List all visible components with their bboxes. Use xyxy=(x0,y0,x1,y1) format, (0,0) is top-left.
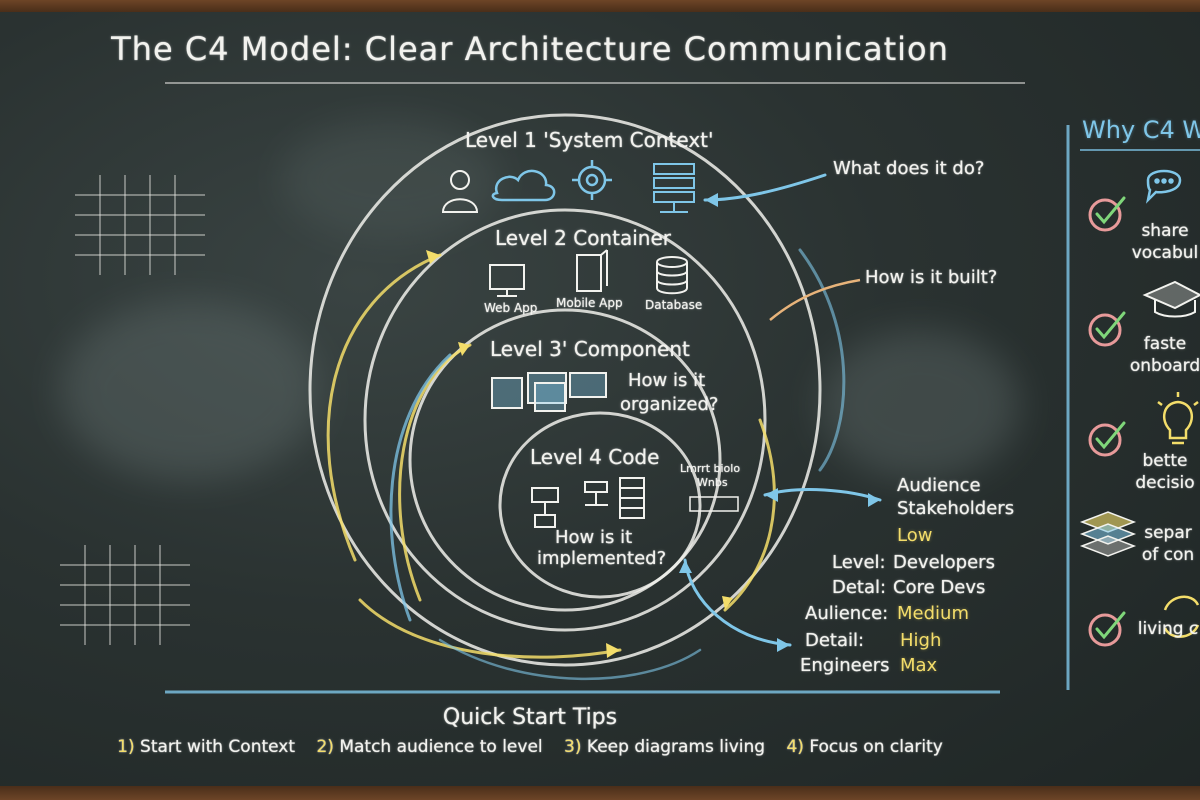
tip-2: 2) Match audience to level xyxy=(316,737,542,757)
tips-list: 1) Start with Context 2) Match audience … xyxy=(0,737,1060,757)
title-underline xyxy=(165,82,1025,84)
tip-3-text: Keep diagrams living xyxy=(586,737,766,757)
server-icon xyxy=(653,163,695,213)
level-3-label: Level 3' Component xyxy=(490,337,690,361)
database-label: Database xyxy=(645,298,703,312)
tip-4-text: Focus on clarity xyxy=(809,737,943,757)
benefit-4-line-2: of con xyxy=(1141,545,1195,565)
circle-level-3 xyxy=(408,308,722,612)
arrow-audience xyxy=(763,488,882,502)
check-icon-2 xyxy=(1088,311,1126,347)
question-level-4-line-2: implemented? xyxy=(537,548,667,569)
tip-3: 3) Keep diagrams living xyxy=(564,737,765,757)
speech-bubbles-icon xyxy=(1145,169,1182,204)
component-blocks-icon xyxy=(491,372,607,412)
level-2-label: Level 2 Container xyxy=(495,226,671,250)
blue-sweep-right xyxy=(798,248,846,472)
flowchart-icon xyxy=(531,477,645,528)
benefit-4-line-1: separ xyxy=(1144,523,1192,543)
code-scribble-line-1: Lmrrt biolo xyxy=(680,462,741,475)
why-c4-title: Why C4 W xyxy=(1082,116,1200,144)
code-scribble-box xyxy=(689,496,739,512)
level-1-label: Level 1 'System Context' xyxy=(465,128,714,152)
benefit-better-decisions: bette decisio xyxy=(1120,450,1200,494)
benefit-3-line-2: decisio xyxy=(1135,473,1195,493)
gear-icon xyxy=(572,160,612,200)
circle-level-1 xyxy=(308,113,822,667)
web-app-label: Web App xyxy=(484,301,538,315)
engineers-note-label: Engineers xyxy=(800,655,890,676)
mobile-app-label: Mobile App xyxy=(556,296,623,310)
tip-1-number: 1) xyxy=(117,737,135,757)
check-icon-4 xyxy=(1088,611,1126,647)
layers-icon xyxy=(1079,511,1137,557)
refresh-arrows-icon xyxy=(1163,595,1200,638)
check-icon-1 xyxy=(1088,196,1126,232)
question-level-2: How is it built? xyxy=(865,267,998,288)
tip-1-text: Start with Context xyxy=(140,737,296,757)
blue-sweep-left xyxy=(389,353,452,622)
benefit-shared-vocabulary: share vocabul xyxy=(1120,220,1200,264)
engineers-note-value: Max xyxy=(900,655,938,676)
question-level-3-line-2: organized? xyxy=(620,394,719,415)
code-scribble-line-2: Wnbs xyxy=(697,476,728,489)
detal-note-label: Detal: xyxy=(832,577,887,598)
yellow-sweep-left xyxy=(326,253,442,562)
benefit-faster-onboarding: faste onboard xyxy=(1120,333,1200,377)
arrow-what-does-it-do xyxy=(703,173,827,202)
circle-level-2 xyxy=(363,208,767,632)
benefit-1-line-1: share xyxy=(1141,221,1189,241)
lightbulb-icon xyxy=(1157,392,1199,445)
graduation-cap-icon xyxy=(1142,280,1200,318)
tips-heading: Quick Start Tips xyxy=(442,705,618,730)
tip-1: 1) Start with Context xyxy=(117,737,295,757)
grid-sketch-top xyxy=(75,175,205,275)
question-level-3-line-1: How is it xyxy=(628,370,706,391)
arrow-how-built xyxy=(769,278,861,321)
yellow-sweep-bottom xyxy=(358,598,622,659)
tip-2-text: Match audience to level xyxy=(339,737,543,757)
web-app-icon xyxy=(489,264,525,297)
benefit-5-line-1: living c xyxy=(1137,619,1199,639)
benefit-3-line-1: bette xyxy=(1142,451,1188,471)
tip-4-number: 4) xyxy=(786,737,804,757)
audience-heading: Audience xyxy=(897,475,981,496)
audience-stakeholders: Stakeholders xyxy=(897,498,1015,519)
aulience-note-value: Medium xyxy=(897,603,969,624)
benefit-separation-of-concerns: separ of con xyxy=(1128,522,1200,566)
diagram-title: The C4 Model: Clear Architecture Communi… xyxy=(111,30,949,68)
blue-sweep-bottom xyxy=(438,638,702,681)
question-level-1: What does it do? xyxy=(833,158,985,179)
benefit-2-line-1: faste xyxy=(1143,334,1187,354)
person-icon xyxy=(441,170,479,213)
level-note-value: Developers xyxy=(893,552,995,573)
tip-4: 4) Focus on clarity xyxy=(786,737,942,757)
question-level-4-line-1: How is it xyxy=(555,527,633,548)
detal-note-value: Core Devs xyxy=(893,577,986,598)
benefit-living-docs: living c xyxy=(1128,618,1200,640)
circle-level-4 xyxy=(498,411,702,599)
aulience-note-label: Aulience: xyxy=(805,603,889,624)
detail-note-label: Detail: xyxy=(805,630,865,651)
yellow-sweep-mid xyxy=(398,343,472,602)
cloud-icon xyxy=(491,169,556,202)
database-icon xyxy=(656,256,688,295)
level-4-label: Level 4 Code xyxy=(530,445,660,469)
grid-sketch-bottom xyxy=(60,545,190,645)
benefit-1-line-2: vocabul xyxy=(1131,243,1199,263)
mobile-app-icon xyxy=(576,249,608,292)
tip-3-number: 3) xyxy=(564,737,582,757)
tip-2-number: 2) xyxy=(316,737,334,757)
benefit-2-line-2: onboard xyxy=(1129,356,1200,376)
arrow-engineers xyxy=(683,558,792,647)
yellow-sweep-right xyxy=(723,418,776,612)
check-icon-3 xyxy=(1088,421,1126,457)
level-note-label: Level: xyxy=(832,552,886,573)
detail-note-value: High xyxy=(900,630,942,651)
audience-low: Low xyxy=(897,525,933,546)
